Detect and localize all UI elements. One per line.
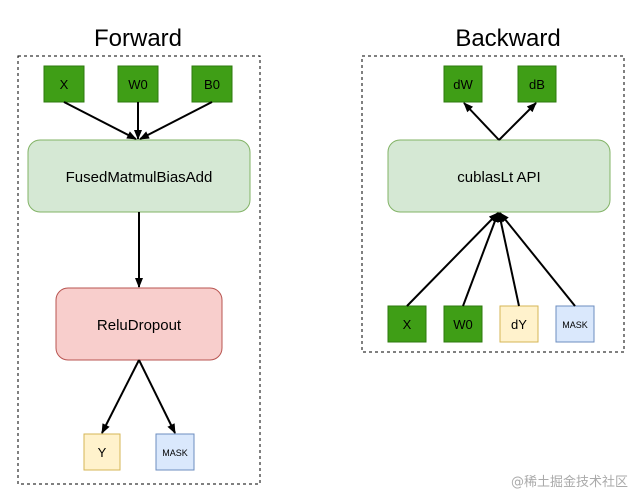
backward-container	[361, 55, 625, 353]
backward-title: Backward	[455, 25, 560, 52]
arrow-api-to-db	[498, 102, 537, 141]
backward-output-dw: dW	[443, 65, 483, 103]
backward-input-w0: W0	[443, 305, 483, 343]
backward-input-dy: dY	[499, 305, 539, 343]
fused-matmul-bias-add-node: FusedMatmulBiasAdd	[27, 139, 251, 213]
arrow-x-to-fused	[63, 101, 137, 140]
backward-panel: Backward dW dB cublasLt API X W0 dY	[361, 25, 625, 353]
arrow-mask-to-api	[499, 212, 576, 307]
svg-text:dY: dY	[511, 317, 527, 332]
forward-output-mask: MASK	[155, 433, 195, 471]
forward-output-y: Y	[83, 433, 121, 471]
svg-text:W0: W0	[453, 317, 473, 332]
arrow-dy-to-api	[496, 212, 520, 307]
svg-text:X: X	[403, 317, 412, 332]
forward-input-x: X	[43, 65, 85, 103]
svg-text:dB: dB	[529, 77, 545, 92]
svg-text:ReluDropout: ReluDropout	[97, 317, 182, 334]
svg-text:MASK: MASK	[162, 448, 188, 458]
svg-text:dW: dW	[453, 77, 473, 92]
svg-text:X: X	[60, 77, 69, 92]
forward-panel: Forward X W0 B0 FusedMatmulBiasAdd ReluD…	[17, 25, 261, 485]
svg-text:cublasLt API: cublasLt API	[457, 169, 540, 186]
svg-text:MASK: MASK	[562, 320, 588, 330]
arrow-api-to-dw	[463, 102, 500, 141]
forward-input-b0: B0	[191, 65, 233, 103]
cublaslt-api-node: cublasLt API	[387, 139, 611, 213]
relu-dropout-node: ReluDropout	[55, 287, 223, 361]
svg-text:W0: W0	[128, 77, 148, 92]
arrow-w0-to-api	[462, 212, 499, 307]
arrow-b0-to-fused	[139, 101, 213, 140]
svg-text:Y: Y	[98, 445, 107, 460]
arrow-x-to-api	[406, 212, 499, 307]
backward-output-db: dB	[517, 65, 557, 103]
forward-arrows	[63, 101, 213, 434]
arrow-relu-to-y	[101, 359, 140, 434]
watermark-text: @稀土掘金技术社区	[510, 475, 628, 490]
arrow-relu-to-mask	[138, 359, 176, 434]
svg-text:B0: B0	[204, 77, 220, 92]
svg-text:FusedMatmulBiasAdd: FusedMatmulBiasAdd	[66, 169, 213, 186]
forward-input-w0: W0	[117, 65, 159, 103]
backward-input-mask: MASK	[555, 305, 595, 343]
backward-input-x: X	[387, 305, 427, 343]
forward-container	[17, 55, 261, 485]
backward-arrows	[406, 102, 576, 307]
forward-title: Forward	[94, 25, 182, 52]
